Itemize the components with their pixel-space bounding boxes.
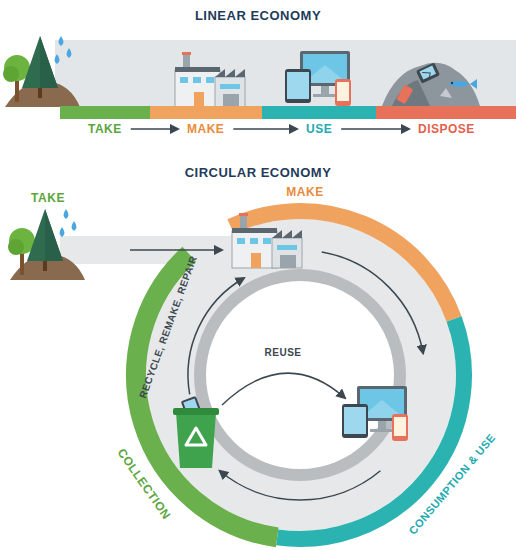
stage-label: DISPOSE: [418, 122, 475, 136]
flow-arrow: [341, 128, 409, 130]
stage-label: TAKE: [31, 191, 65, 205]
stage-label: TAKE: [88, 122, 122, 136]
stage-step: DISPOSE: [415, 121, 478, 137]
stage-label: MAKE: [187, 122, 224, 136]
stage-step: USE: [303, 121, 335, 137]
stage-step: MAKE: [184, 121, 227, 137]
stage-label: MAKE: [286, 185, 323, 199]
flow-arrow: [233, 128, 297, 130]
section-heading: CIRCULAR ECONOMY: [185, 165, 332, 180]
flow-arrow: [131, 128, 178, 130]
stage-step: TAKE: [85, 121, 125, 137]
loop-label: REUSE: [265, 347, 302, 358]
section-heading: LINEAR ECONOMY: [195, 8, 321, 23]
stage-label: USE: [306, 122, 332, 136]
